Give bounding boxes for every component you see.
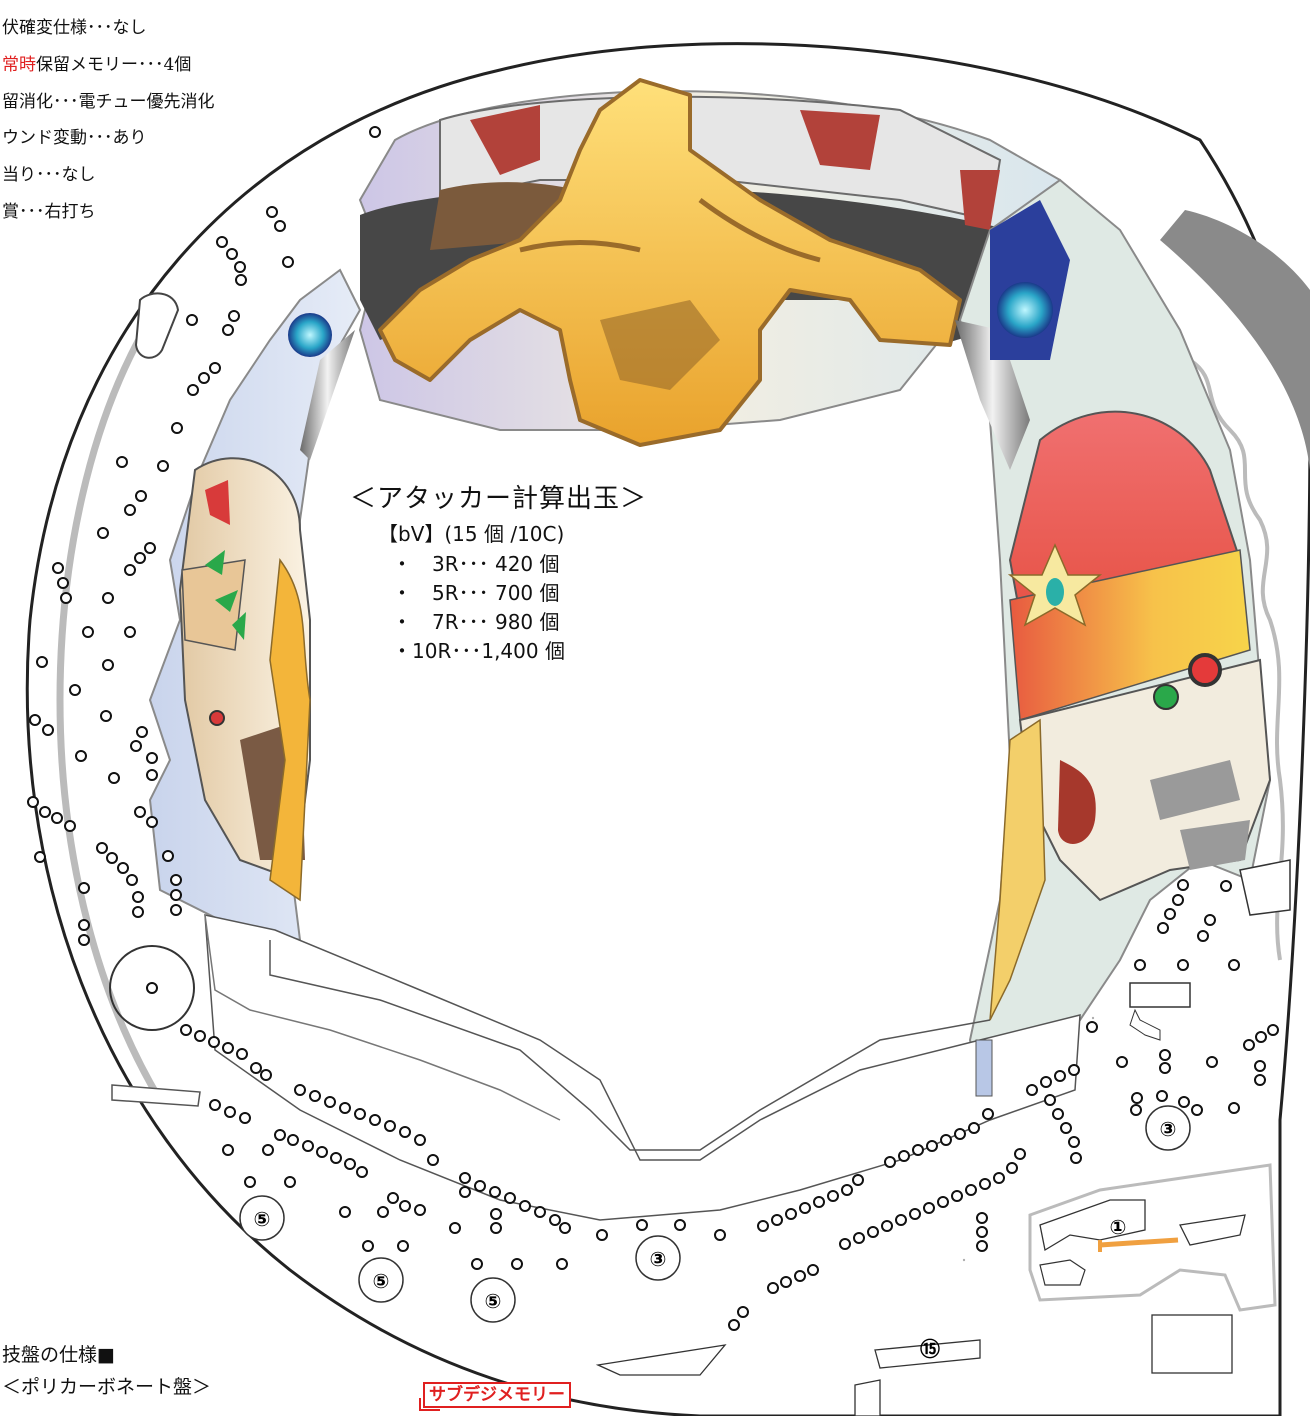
- attacker-right-ramp: [1179, 1214, 1246, 1246]
- bottom-right-gate: [874, 1339, 981, 1369]
- gold-emblem-inner: [600, 300, 720, 390]
- spec-line-3: 留消化･･･電チュー優先消化: [2, 92, 215, 112]
- attacker-row-7r: ・ 7R･･･ 980 個: [392, 610, 560, 634]
- attacker-row-3r: ・ 3R･･･ 420 個: [392, 552, 560, 576]
- right-character-silver: [1150, 760, 1250, 870]
- attacker-lower: [1039, 1259, 1086, 1286]
- right-gem-red: [1188, 653, 1222, 687]
- pocket-label-bottom-right: ⑮: [920, 1337, 940, 1361]
- frame-top-red-3: [960, 170, 1000, 230]
- spec-line-2-text: 保留メモリー･･･4個: [36, 55, 192, 75]
- pocket-circles: [239, 1105, 1191, 1323]
- spec-line-1-text: 伏確変仕様･･･なし: [2, 18, 147, 38]
- left-gem-red: [205, 480, 230, 525]
- stage-inner: [269, 940, 991, 1151]
- attacker-subtitle: 【bV】(15 個 /10C): [378, 522, 565, 546]
- bottom-right-lower: [854, 1379, 881, 1416]
- stage-window: [975, 1039, 993, 1097]
- spec-line-5: 当り･･･なし: [2, 165, 96, 185]
- board-spec-heading: 技盤の仕様■: [2, 1344, 115, 1366]
- frame-top-red-1: [470, 105, 540, 175]
- left-gem-green-3: [232, 612, 246, 640]
- attacker-bar: [1099, 1237, 1179, 1248]
- pocket-label-attacker: ①: [1110, 1215, 1127, 1239]
- left-eye: [209, 710, 225, 726]
- right-silver-strip: [955, 320, 1030, 470]
- attacker-inner: [1039, 1199, 1146, 1252]
- board-outline: [25, 42, 1310, 1416]
- left-gem-green-2: [215, 590, 238, 612]
- attacker-title: ＜アタッカー計算出玉＞: [350, 484, 648, 514]
- left-character-visor: [181, 559, 246, 651]
- left-character-gold: [269, 558, 311, 902]
- pocket-label-center-bottom: ③: [650, 1247, 667, 1271]
- right-top-shape: [1239, 859, 1291, 916]
- stage-ledge: [204, 914, 561, 1121]
- gold-emblem: [378, 78, 962, 447]
- attacker-row-10r: ・10R･･･1,400 個: [392, 639, 565, 663]
- right-star-gem: [1046, 578, 1064, 606]
- bottom-ramp: [595, 1344, 727, 1376]
- attacker-row-5r: ・ 5R･･･ 700 個: [392, 581, 560, 605]
- right-gem-green: [1153, 684, 1179, 710]
- bottom-right-box-1: [1151, 1314, 1233, 1374]
- right-gate-guide: [1129, 1008, 1161, 1041]
- left-gem-green-1: [205, 550, 225, 575]
- gold-emblem-stroke: [519, 197, 821, 263]
- attacker-block-outline: [1028, 1163, 1277, 1312]
- spec-line-6-text: 賞･･･右打ち: [2, 202, 96, 222]
- pocket-label-left-3: ⑤: [485, 1289, 502, 1313]
- spec-line-3-text: 留消化･･･電チュー優先消化: [2, 92, 215, 112]
- right-rail-wavy: [1188, 358, 1285, 961]
- sub-memory-label: サブデジメモリー: [423, 1382, 571, 1408]
- spec-line-4-text: ウンド変動･･･あり: [2, 128, 147, 148]
- left-silver-strip: [300, 330, 355, 460]
- spec-line-1: 伏確変仕様･･･なし: [2, 18, 147, 38]
- stage-outer: [204, 914, 1081, 1221]
- windmill: [109, 945, 195, 1031]
- sub-memory-leader: [419, 1398, 440, 1411]
- left-slot: [134, 292, 180, 359]
- spec-line-2-highlight: 常時: [2, 55, 36, 75]
- right-blue-gem: [997, 282, 1053, 338]
- spec-line-2: 常時保留メモリー･･･4個: [2, 55, 191, 75]
- right-character-cheek: [1058, 760, 1096, 844]
- nails: [27, 126, 1279, 1331]
- pocket-label-upper-right: ③: [1160, 1117, 1177, 1141]
- right-gate: [1129, 982, 1191, 1008]
- spec-line-4: ウンド変動･･･あり: [2, 128, 147, 148]
- pocket-label-left-2: ⑤: [373, 1269, 390, 1293]
- spec-line-6: 賞･･･右打ち: [2, 202, 96, 222]
- left-ramp: [111, 1084, 201, 1107]
- board-material: ＜ポリカーボネート盤＞: [2, 1376, 212, 1398]
- right-character-gold: [989, 718, 1046, 1021]
- spec-line-5-text: 当り･･･なし: [2, 165, 96, 185]
- frame-top-red-2: [800, 110, 880, 170]
- left-blue-gem: [288, 313, 332, 357]
- right-rail-dark: [1160, 210, 1310, 470]
- pocket-label-left-1: ⑤: [254, 1207, 271, 1231]
